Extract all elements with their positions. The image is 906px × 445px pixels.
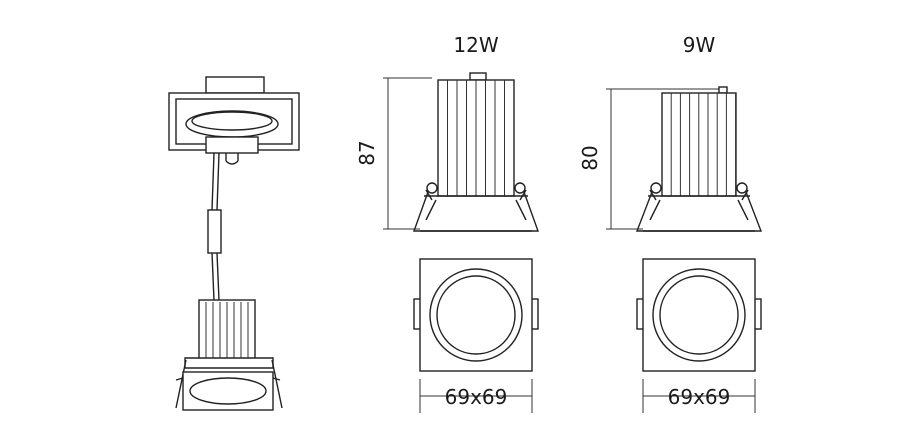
side-view-12w [413,72,539,232]
front-view-12w [413,258,539,372]
wattage-label-12w: 12W [453,33,498,57]
driver-box [168,76,300,165]
heat-sink-12w [447,80,505,196]
heat-sink-assembly [205,302,249,358]
front-view-9w [636,258,762,372]
driver-assembly [168,76,300,411]
wattage-label-9w: 9W [683,33,716,57]
width-dimension-12w [419,379,533,413]
cable [207,152,222,301]
model-9w: 9W 80 69x69 [578,33,763,413]
footprint-label-9w: 69x69 [668,385,731,409]
height-dimension-9w [606,88,720,230]
heat-sink-9w [670,93,737,196]
height-label-12w: 87 [355,140,379,165]
height-label-9w: 80 [578,145,602,170]
footprint-label-12w: 69x69 [445,385,508,409]
height-dimension-12w [383,77,432,230]
downlight-side-view [175,299,283,411]
model-12w: 12W 87 69x69 [355,33,539,413]
side-view-9w [635,86,763,232]
width-dimension-9w [642,379,756,413]
